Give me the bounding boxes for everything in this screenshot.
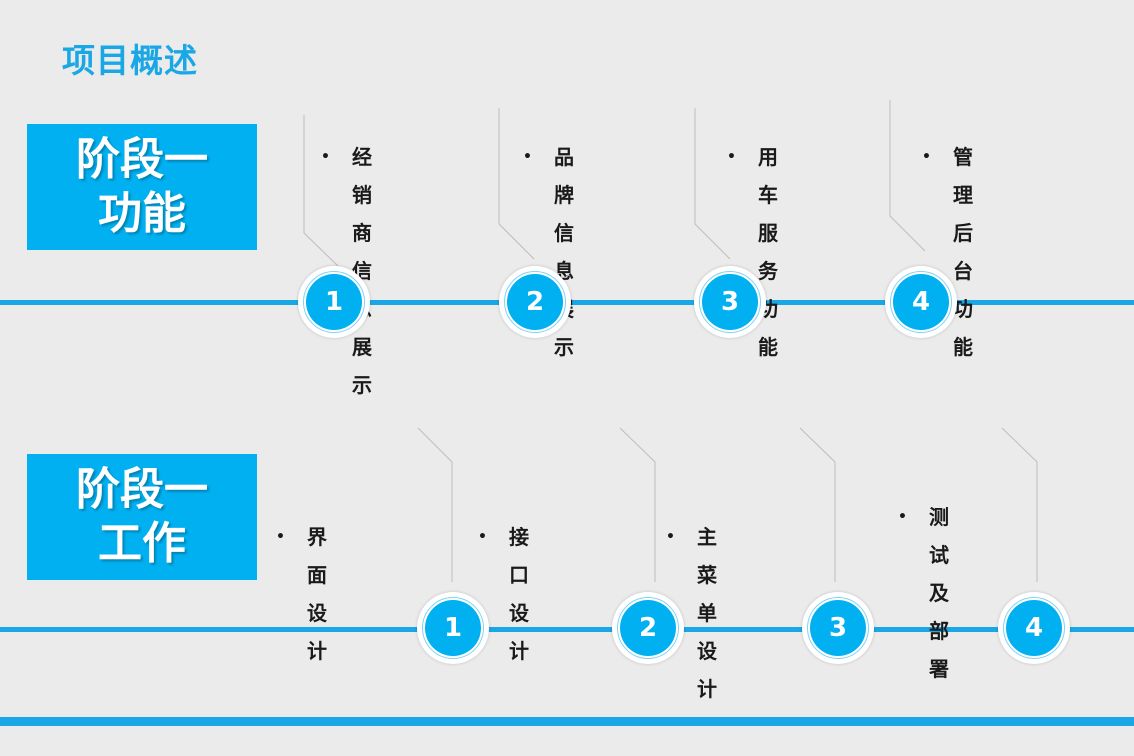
bottom-bar	[0, 717, 1134, 726]
stage-label-features: 阶段一 功能	[27, 124, 257, 250]
connector-s2-2	[619, 427, 656, 582]
bullet-icon: •	[276, 529, 285, 545]
step-circle-2: 2	[612, 592, 684, 664]
step-circle-4: 4	[998, 592, 1070, 664]
stage-label-line1: 阶段一	[76, 464, 208, 515]
step-number: 3	[702, 274, 758, 330]
stage-label-line2: 工作	[98, 518, 186, 569]
step-number: 1	[425, 600, 481, 656]
connector-s2-1	[417, 427, 453, 582]
connector-s2-3	[799, 427, 836, 582]
bullet-icon: •	[727, 149, 736, 165]
bullet-icon: •	[478, 529, 487, 545]
step-number: 1	[306, 274, 362, 330]
step-circle-1: 1	[298, 266, 370, 338]
connector-s2-4	[1001, 427, 1038, 582]
bullet-icon: •	[666, 529, 675, 545]
step-circle-3: 3	[694, 266, 766, 338]
stage-label-work: 阶段一 工作	[27, 454, 257, 580]
bullet-icon: •	[523, 149, 532, 165]
connector-s1-4	[889, 100, 926, 252]
step-circle-1: 1	[417, 592, 489, 664]
step-circle-4: 4	[885, 266, 957, 338]
step-number: 4	[1006, 600, 1062, 656]
bullet-icon: •	[321, 149, 330, 165]
bullet-icon: •	[898, 509, 907, 525]
page-title: 项目概述	[62, 41, 198, 80]
step-circle-3: 3	[802, 592, 874, 664]
step-number: 4	[893, 274, 949, 330]
bullet-icon: •	[922, 149, 931, 165]
step-circle-2: 2	[499, 266, 571, 338]
stage-label-line1: 阶段一	[76, 134, 208, 185]
step-number: 2	[507, 274, 563, 330]
step-number: 2	[620, 600, 676, 656]
step-number: 3	[810, 600, 866, 656]
timeline-2	[0, 627, 1134, 632]
connector-s1-3	[694, 108, 731, 260]
connector-s1-2	[498, 108, 535, 260]
stage-label-line2: 功能	[98, 188, 186, 239]
